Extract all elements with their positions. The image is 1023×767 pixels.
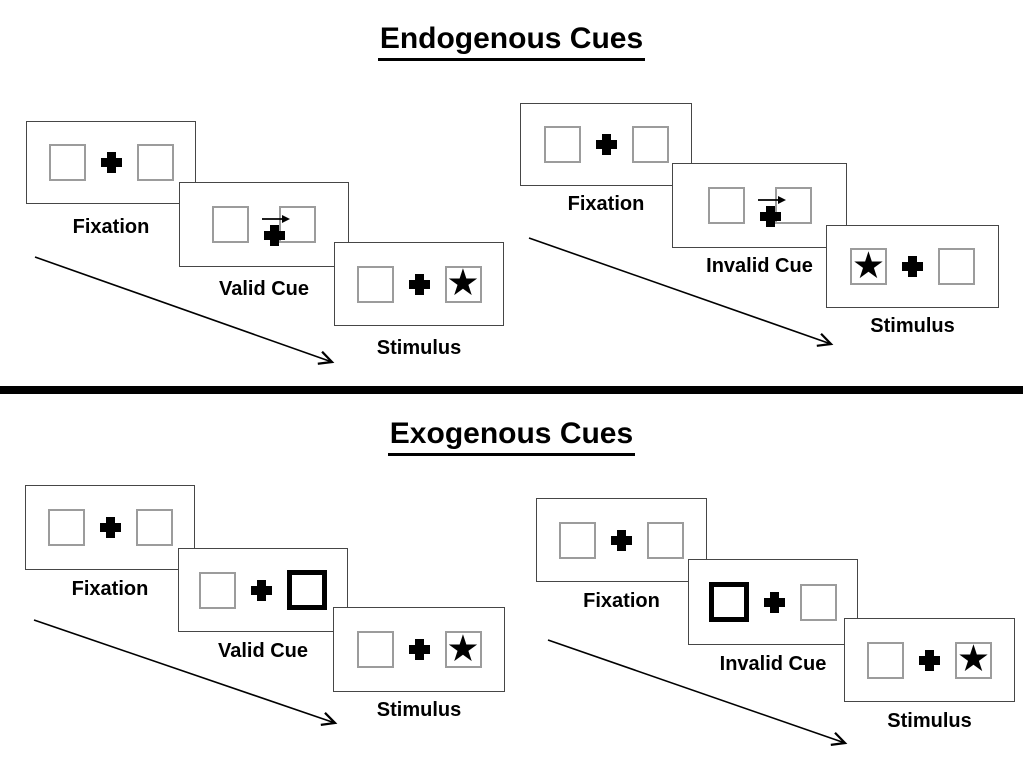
fixation-panel bbox=[26, 121, 196, 204]
time-arrow bbox=[528, 237, 834, 347]
panel-label: Stimulus bbox=[376, 337, 462, 359]
panel-label: Fixation bbox=[72, 216, 150, 238]
stimulus-panel: ★ bbox=[334, 242, 504, 326]
time-arrow bbox=[547, 639, 848, 746]
right-cue-box bbox=[287, 570, 327, 610]
right-placeholder-box bbox=[774, 187, 812, 224]
panel-label: Invalid Cue bbox=[719, 653, 827, 675]
right-placeholder-box bbox=[631, 126, 669, 163]
star-icon: ★ bbox=[851, 243, 886, 287]
stimulus-panel: ★ bbox=[333, 607, 505, 692]
star-icon: ★ bbox=[956, 637, 991, 680]
panel-label: Fixation bbox=[567, 193, 645, 215]
panel-label: Stimulus bbox=[376, 699, 462, 721]
panel-label: Invalid Cue bbox=[706, 255, 813, 277]
fixation-panel bbox=[536, 498, 707, 582]
right-placeholder-box bbox=[279, 206, 316, 243]
section-title-text: Endogenous Cues bbox=[377, 22, 646, 61]
fixation-cross-icon bbox=[764, 591, 785, 613]
stimulus-panel: ★ bbox=[826, 225, 999, 308]
cue-panel bbox=[178, 548, 348, 632]
left-placeholder-box bbox=[707, 187, 745, 224]
fixation-cross-icon bbox=[408, 639, 430, 660]
fixation-cross-icon bbox=[100, 152, 122, 173]
fixation-cross-icon bbox=[611, 529, 632, 551]
right-placeholder-box bbox=[136, 144, 174, 181]
left-placeholder-box bbox=[199, 571, 236, 609]
right-placeholder-box bbox=[938, 248, 975, 285]
left-placeholder-box bbox=[559, 521, 596, 559]
section-title-text: Exogenous Cues bbox=[387, 417, 636, 456]
section-title-endogenous: Endogenous Cues bbox=[0, 22, 1023, 61]
panel-label: Stimulus bbox=[870, 315, 955, 337]
left-target-box: ★ bbox=[850, 243, 887, 287]
panel-label: Fixation bbox=[583, 590, 660, 612]
star-icon: ★ bbox=[446, 626, 480, 670]
fixation-panel bbox=[25, 485, 195, 570]
cue-panel bbox=[179, 182, 349, 267]
left-placeholder-box bbox=[48, 144, 86, 181]
panel-label: Valid Cue bbox=[217, 640, 309, 662]
time-arrow bbox=[34, 256, 335, 365]
panel-label: Fixation bbox=[71, 578, 149, 600]
left-placeholder-box bbox=[356, 631, 394, 668]
stimulus-panel: ★ bbox=[844, 618, 1015, 702]
left-cue-box bbox=[709, 582, 749, 622]
fixation-panel bbox=[520, 103, 692, 186]
right-placeholder-box bbox=[135, 509, 173, 546]
right-placeholder-box bbox=[800, 583, 837, 621]
right-arrow-cue-icon bbox=[262, 214, 290, 223]
panel-label: Valid Cue bbox=[218, 278, 310, 300]
left-placeholder-box bbox=[867, 641, 904, 679]
right-arrow-cue-icon bbox=[757, 195, 786, 204]
section-divider bbox=[0, 386, 1023, 394]
star-icon: ★ bbox=[446, 261, 480, 304]
fixation-cross-icon bbox=[99, 517, 121, 538]
fixation-cross-icon bbox=[902, 256, 923, 277]
right-target-box: ★ bbox=[955, 637, 992, 680]
cue-panel bbox=[672, 163, 847, 248]
right-target-box: ★ bbox=[444, 261, 482, 304]
left-placeholder-box bbox=[543, 126, 581, 163]
left-placeholder-box bbox=[212, 206, 249, 243]
fixation-cross-icon bbox=[251, 579, 272, 601]
right-target-box: ★ bbox=[444, 626, 482, 670]
fixation-cross-icon bbox=[595, 134, 617, 155]
panel-label: Stimulus bbox=[887, 710, 972, 732]
time-arrow bbox=[33, 619, 338, 727]
cue-panel bbox=[688, 559, 858, 645]
fixation-cross-icon bbox=[919, 649, 940, 671]
fixation-cross-icon bbox=[408, 273, 430, 295]
right-placeholder-box bbox=[647, 521, 684, 559]
left-placeholder-box bbox=[47, 509, 85, 546]
section-title-exogenous: Exogenous Cues bbox=[0, 417, 1023, 456]
left-placeholder-box bbox=[356, 265, 394, 303]
